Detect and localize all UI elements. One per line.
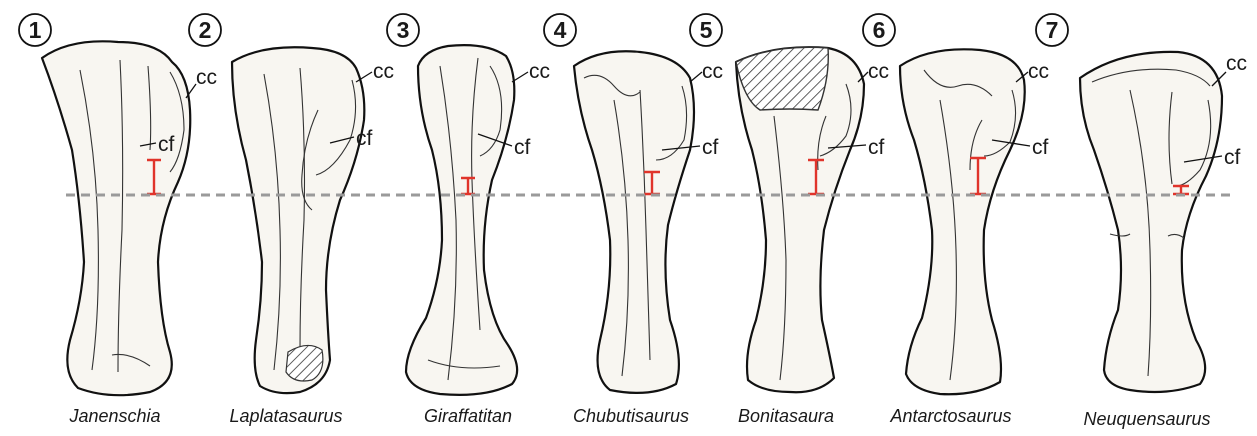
cc-label-2: cc	[373, 60, 394, 83]
bone-number-2: 2	[199, 17, 212, 43]
taxon-name-1: Janenschia	[68, 406, 160, 426]
taxon-name-3: Giraffatitan	[424, 406, 512, 426]
bone-2	[232, 47, 372, 393]
bone-4	[574, 51, 702, 393]
cf-label-1: cf	[158, 133, 175, 156]
cc-label-5: cc	[868, 60, 889, 83]
bone-number-7: 7	[1046, 17, 1059, 43]
bone-1	[42, 41, 196, 395]
bone-number-3: 3	[397, 17, 410, 43]
bone-7	[1080, 52, 1226, 392]
bone-6-outline	[900, 49, 1025, 394]
cf-label-4: cf	[702, 136, 719, 159]
bone-number-5: 5	[700, 17, 713, 43]
cf-label-5: cf	[868, 136, 885, 159]
bone-7-outline	[1080, 52, 1222, 392]
taxon-name-4: Chubutisaurus	[573, 406, 689, 426]
taxon-name-5: Bonitasaura	[738, 406, 834, 426]
cc-label-6: cc	[1028, 60, 1049, 83]
bone-5	[736, 47, 868, 392]
bone-number-6: 6	[873, 17, 886, 43]
bone-2-hatched-area	[286, 345, 323, 381]
number-badges: 1 2 3 4 5 6 7	[19, 14, 1068, 46]
cf-label-7: cf	[1224, 146, 1241, 169]
cc-label-4: cc	[702, 60, 723, 83]
cc-label-7: cc	[1226, 52, 1247, 75]
taxon-name-7: Neuquensaurus	[1083, 409, 1210, 429]
cc-label-3: cc	[529, 60, 550, 83]
bone-2-outline	[232, 47, 364, 393]
cc-label-1: cc	[196, 66, 217, 89]
taxon-names: Janenschia Laplatasaurus Giraffatitan Ch…	[68, 406, 1210, 429]
bone-3	[406, 45, 528, 395]
taxon-name-6: Antarctosaurus	[889, 406, 1011, 426]
bone-5-hatched-area	[736, 47, 828, 110]
taxon-name-2: Laplatasaurus	[229, 406, 342, 426]
bone-1-outline	[42, 41, 190, 395]
cf-label-2: cf	[356, 127, 373, 150]
bone-6	[900, 49, 1030, 394]
bone-number-1: 1	[29, 17, 42, 43]
bone-number-4: 4	[554, 17, 567, 43]
cf-label-6: cf	[1032, 136, 1049, 159]
bone-4-outline	[574, 51, 694, 393]
cf-label-3: cf	[514, 136, 531, 159]
